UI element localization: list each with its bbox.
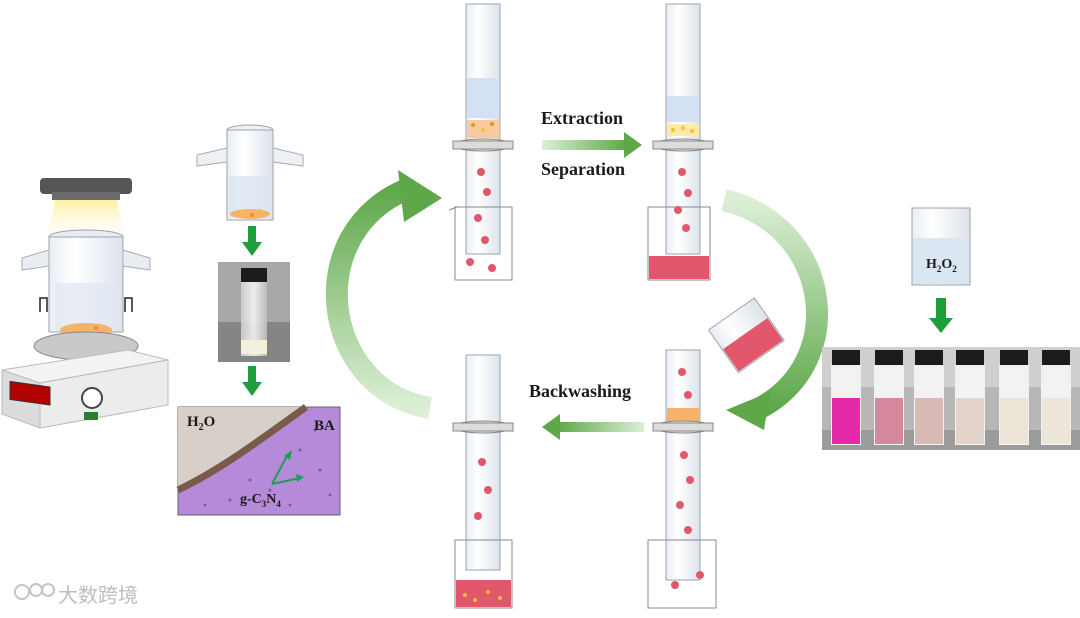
micrograph — [176, 404, 341, 516]
separation-column — [647, 3, 714, 281]
separation-label: Separation — [541, 159, 626, 179]
vial-photo — [218, 262, 290, 362]
backwashed-column — [452, 354, 514, 609]
display-panel — [9, 380, 51, 406]
regeneration-column — [647, 297, 785, 609]
micro-gcn-label: g-C3N4 — [240, 492, 281, 509]
extraction-column — [448, 3, 514, 281]
down-arrow-3 — [929, 298, 953, 333]
sample-vessel — [196, 124, 304, 221]
photoreactor-setup — [1, 178, 169, 429]
lamp-head — [40, 178, 132, 194]
reagent-beaker — [911, 207, 971, 286]
degradation-vials-photo — [822, 347, 1080, 450]
stir-plate-base — [39, 359, 169, 429]
micro-ba-label: BA — [314, 418, 335, 434]
backwashing-arrow — [542, 414, 644, 440]
knob — [81, 387, 103, 409]
watermark-text: 大数跨境 — [58, 583, 138, 607]
cycle-arrow-right — [721, 189, 828, 418]
reagent-h2o2-label: H2O2 — [926, 257, 957, 274]
down-arrow-1 — [242, 226, 262, 256]
watermark-logo-icon — [14, 583, 55, 600]
cycle-arrow-left — [325, 177, 433, 419]
down-arrow-2 — [242, 366, 262, 396]
micro-h2o-label: H2O — [187, 414, 216, 433]
extraction-label: Extraction — [541, 108, 623, 128]
backwashing-label: Backwashing — [529, 381, 632, 401]
extraction-arrow — [542, 132, 642, 158]
